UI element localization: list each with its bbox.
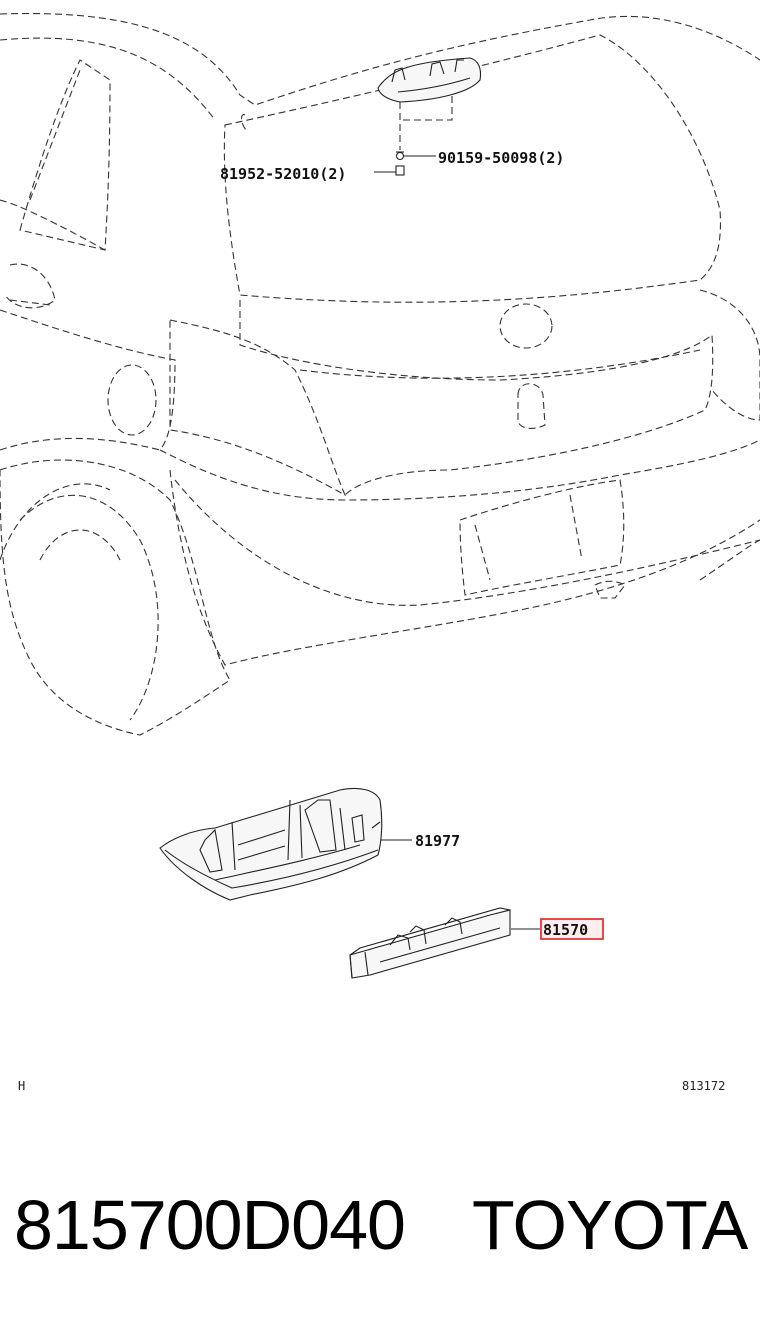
lamp-part-81570 xyxy=(349,907,540,979)
label-screw: 90159-50098(2) xyxy=(438,149,564,167)
screw-and-clip xyxy=(374,151,436,176)
label-clip: 81952-52010(2) xyxy=(220,165,346,183)
label-lamp: 81570 xyxy=(543,921,588,939)
cover-part-81977 xyxy=(159,787,412,901)
footer: 815700D040 TOYOTA xyxy=(0,1185,760,1285)
car-rear-outline xyxy=(0,12,760,736)
label-lamp-highlight xyxy=(540,918,604,940)
label-cover: 81977 xyxy=(415,832,460,850)
corner-code-right: 813172 xyxy=(682,1079,725,1093)
stop-lamp-on-car xyxy=(377,57,482,150)
part-number: 815700D040 xyxy=(14,1186,406,1264)
corner-code-left: H xyxy=(18,1079,25,1093)
brand-name: TOYOTA xyxy=(472,1186,748,1264)
